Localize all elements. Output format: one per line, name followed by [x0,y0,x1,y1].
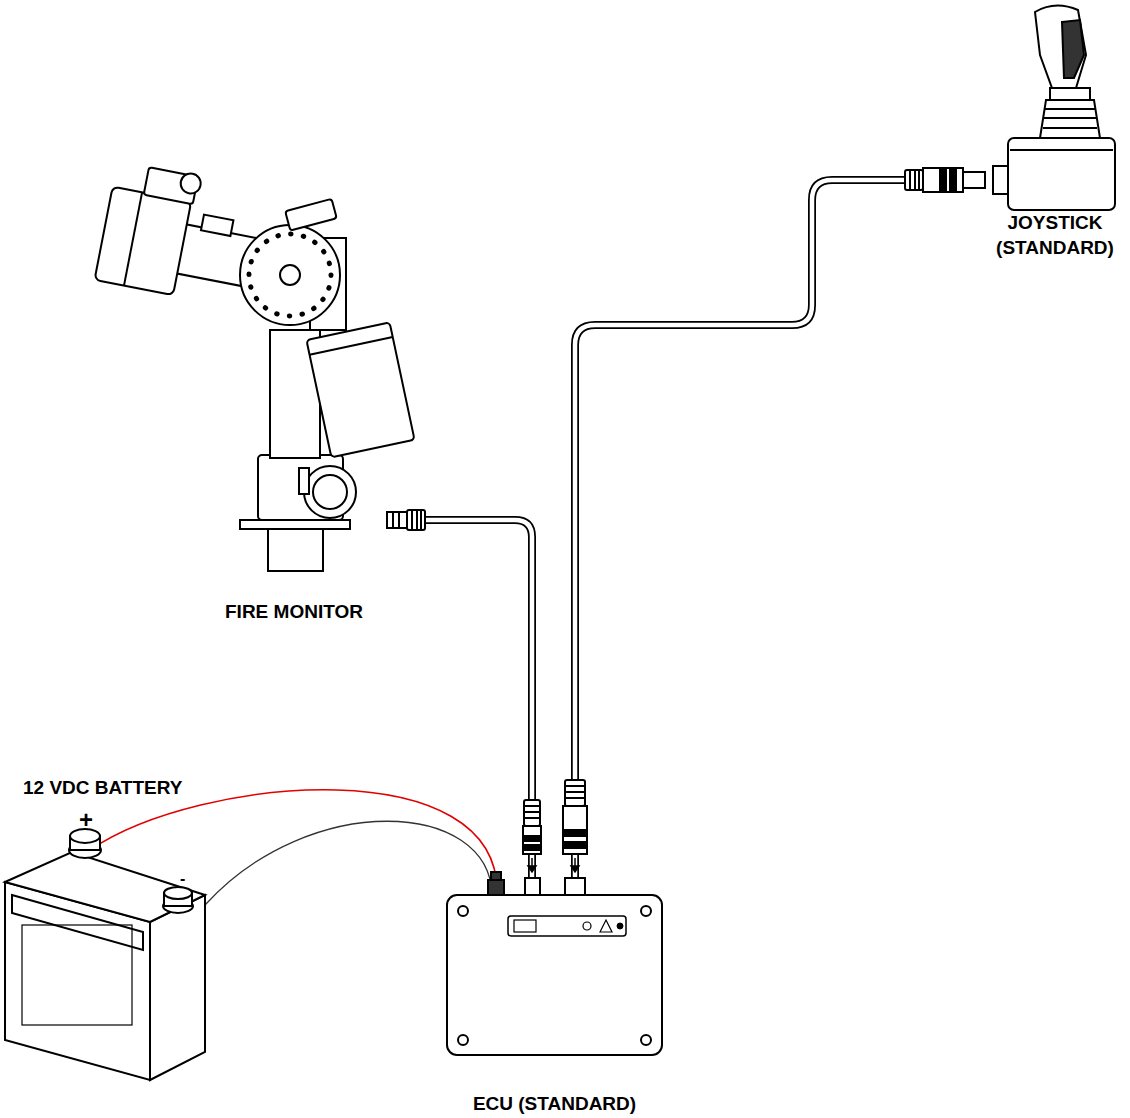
ecu-drawing [447,872,662,1055]
insert-arrows [528,858,579,872]
signal-cable [400,520,532,895]
label-holder: + [0,0,14,24]
component: ECU (STANDARD) [447,895,662,1055]
fire-monitor-drawing [95,159,415,571]
component-label: JOYSTICK (STANDARD) [985,211,1125,260]
battery-drawing [5,829,205,1080]
ecu-plugs [523,780,587,854]
component-label: ECU (STANDARD) [447,1092,662,1117]
joystick-drawing [993,5,1115,210]
terminal-sign: + [79,808,93,832]
joystick-plug [905,168,985,192]
monitor-plug [387,510,425,530]
component: FIRE MONITOR [110,180,400,630]
terminal-sign: - [180,871,185,887]
component: 12 VDC BATTERY [5,850,205,1080]
power-wire [205,821,492,905]
component: JOYSTICK (STANDARD) [985,5,1125,265]
component-label: FIRE MONITOR [225,600,425,625]
component-label: 12 VDC BATTERY [23,776,223,801]
label-holder: - [0,0,5,18]
signal-cable [575,180,985,895]
